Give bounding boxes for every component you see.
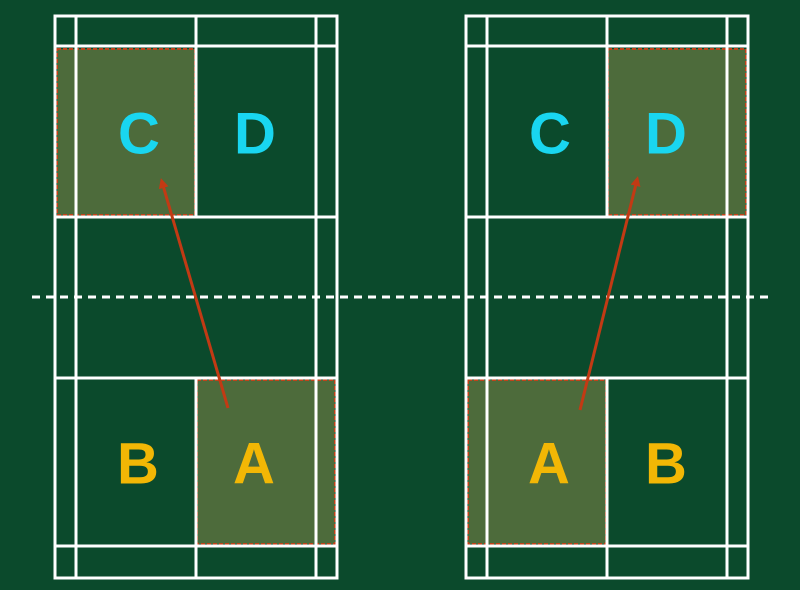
right-court-highlight-a xyxy=(467,379,607,545)
right-court-label-b: B xyxy=(645,432,687,497)
right-court-label-c: C xyxy=(529,102,571,167)
left-court-lines xyxy=(53,14,339,580)
left-court-highlight-c xyxy=(56,48,196,216)
left-court-highlight-a xyxy=(196,379,336,545)
right-court: C D A B xyxy=(464,14,750,580)
left-court-label-a: A xyxy=(233,432,275,497)
left-court: C D B A xyxy=(53,14,339,580)
left-court-label-d: D xyxy=(234,102,276,167)
right-court-lines xyxy=(464,14,750,580)
left-court-serve-arrow xyxy=(158,178,230,409)
left-court-label-c: C xyxy=(118,102,160,167)
right-court-label-d: D xyxy=(645,102,687,167)
left-court-label-b: B xyxy=(117,432,159,497)
right-court-label-a: A xyxy=(528,432,570,497)
right-court-serve-arrow xyxy=(578,176,641,411)
